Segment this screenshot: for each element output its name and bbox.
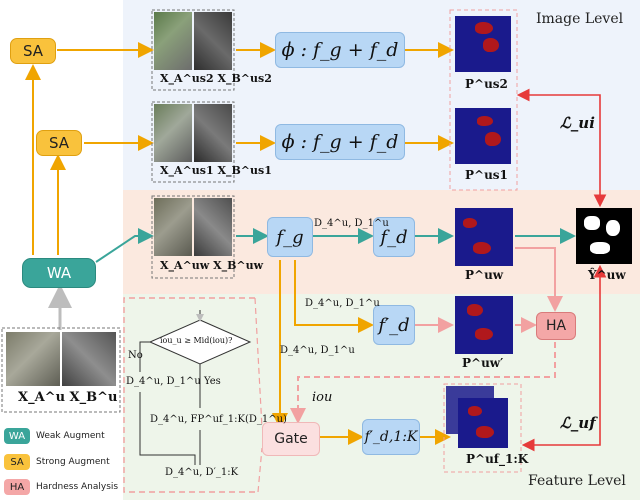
pred-label-w: P^uw: [465, 268, 504, 282]
aerial-image-a-w: [154, 198, 192, 256]
loss-ui-arrow: [516, 88, 607, 208]
gate-zoom-link-top: [254, 297, 263, 429]
aerial-image-a-s2: [154, 12, 192, 70]
pred-label-s1: P^us1: [465, 168, 508, 182]
image-pair-label-unlabeled: X_A^u X_B^u: [18, 390, 118, 405]
loss-uf-label: ℒ_uf: [560, 414, 596, 432]
aerial-image-b-w: [194, 198, 232, 256]
gate-zoom-frame: [123, 297, 258, 493]
no-to-merge-line: [139, 392, 196, 465]
aerial-image-a-unlabeled: [6, 332, 60, 386]
aerial-image-a-s1: [154, 104, 192, 162]
no-label: No: [128, 350, 143, 361]
phi-model-top: ϕ : f_g + f_d: [275, 32, 405, 68]
no-branch-line: [139, 341, 150, 372]
legend-key-wa: WA: [4, 428, 30, 444]
pseudo-label-map: [576, 208, 632, 264]
feature-label-mid: D_4^u, D_1^u: [305, 298, 380, 309]
legend-key-ha: HA: [4, 479, 30, 495]
legend-text-wa: Weak Augment: [36, 431, 105, 441]
gate-zoom-link-bottom: [257, 447, 263, 493]
hardness-analysis-node: HA: [536, 312, 576, 340]
phi-model-mid: ϕ : f_g + f_d: [275, 124, 405, 160]
feature-level-label: Feature Level: [528, 473, 626, 489]
image-pair-label-s2: X_A^us2 X_B^us2: [160, 72, 272, 85]
pred-label-f: P^uf_1:K: [466, 452, 529, 466]
pred-label-s2: P^us2: [465, 77, 508, 91]
branch-yes-text: D_4^u, FP^uf_1:K(D_1^u): [150, 414, 287, 425]
pred-label-w-prime: P^uw′: [462, 356, 504, 370]
decoder-fd-multi: f′_d,1:K: [362, 419, 420, 455]
img-w-frame: [151, 195, 235, 279]
decoder-fd: f_d: [373, 217, 415, 257]
merge-text: D_4^u, D′_1:K: [165, 467, 239, 478]
fg-to-fd-prime-arrow: [294, 260, 374, 333]
pseudo-label-text: Ŷ^uw: [588, 268, 626, 282]
ha-to-gate-iou-arrow: [290, 342, 556, 424]
prediction-map-w: [455, 208, 513, 266]
pred-s2-frame: [449, 9, 518, 191]
feature-label-left: D_4^u, D_1^u: [280, 345, 355, 356]
img-u-frame: [1, 327, 121, 413]
img-s1-frame: [151, 101, 235, 183]
decoder-fd-prime: f′_d: [373, 305, 415, 345]
loss-uf-arrow: [521, 264, 607, 452]
aerial-image-b-unlabeled: [62, 332, 116, 386]
prediction-map-s2: [455, 16, 511, 72]
loss-ui-label: ℒ_ui: [560, 114, 595, 132]
legend-text-sa: Strong Augment: [36, 457, 110, 467]
legend-text-ha: Hardness Analysis: [36, 482, 119, 492]
iou-label: iou: [312, 390, 333, 405]
prediction-map-w-prime: [455, 296, 513, 354]
prediction-map-f: [458, 398, 508, 448]
prediction-map-s1: [455, 108, 511, 164]
wa-to-img-w-arrow: [95, 228, 154, 263]
image-pair-label-s1: X_A^us1 X_B^us1: [160, 164, 272, 177]
image-level-label: Image Level: [536, 11, 624, 27]
strong-augment-node-top: SA: [10, 38, 56, 64]
weak-augment-node: WA: [22, 258, 96, 288]
branch-no-text: D_4^u, D_1^u: [126, 376, 201, 387]
pred-f-frame: [443, 383, 522, 473]
strong-augment-node-mid: SA: [36, 130, 82, 156]
legend-key-sa: SA: [4, 454, 30, 470]
encoder-fg: f_g: [267, 217, 313, 257]
feature-label-top: D_4^u, D_1^u: [314, 218, 389, 229]
gate-node: Gate: [262, 422, 320, 456]
decision-text: iou_u ≥ Mid(iou)?: [160, 336, 233, 345]
image-pair-label-w: X_A^uw X_B^uw: [160, 259, 264, 272]
aerial-image-b-s1: [194, 104, 232, 162]
yes-label: Yes: [204, 376, 221, 387]
img-s2-frame: [151, 9, 235, 91]
aerial-image-b-s2: [194, 12, 232, 70]
